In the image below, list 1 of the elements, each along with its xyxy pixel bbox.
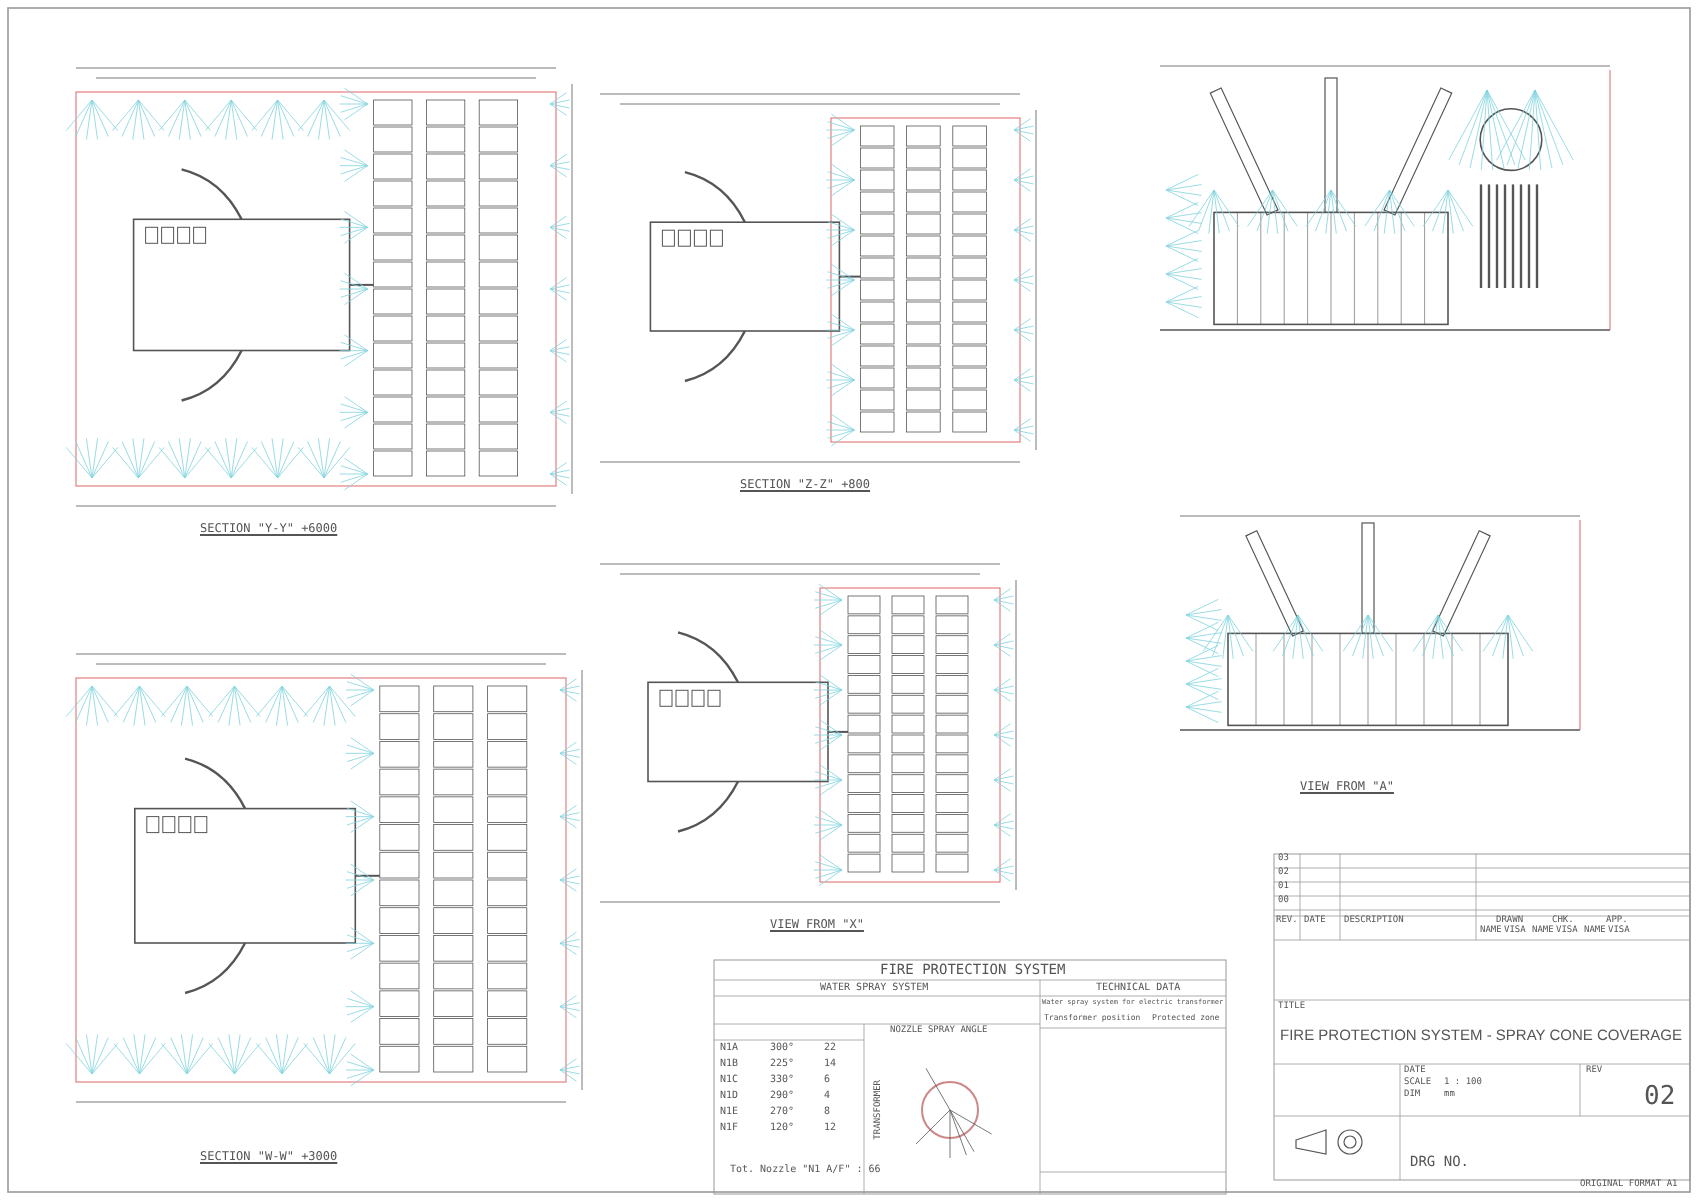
revision-number: 02 — [1644, 1084, 1676, 1113]
